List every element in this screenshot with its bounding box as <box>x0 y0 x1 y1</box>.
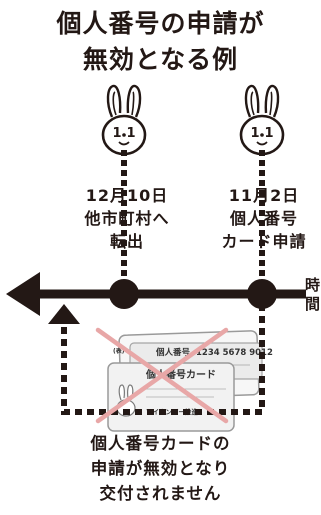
dotted-path-arrowhead <box>48 304 80 324</box>
svg-text:1: 1 <box>126 126 135 141</box>
card-corner-mark: (表) <box>113 347 125 355</box>
event-line2-card-application: 個人番号 <box>229 209 298 228</box>
event-label-move-out: 12月10日 他市町村へ 転出 <box>54 184 200 253</box>
event-marker-left <box>109 279 139 309</box>
time-axis-label: 時 間 <box>304 276 321 314</box>
diagram-title-line-2: 無効となる例 <box>82 45 239 74</box>
card-number-value: 1234 5678 9012 <box>196 348 273 358</box>
diagram-title-line-1: 個人番号の申請が <box>56 9 265 38</box>
rabbit-mascot-left: 1 1 <box>101 84 147 156</box>
event-label-card-application: 11月2日 個人番号 カード申請 <box>189 184 321 253</box>
card-number-label: 個人番号 <box>155 347 191 358</box>
invalid-note-line-3: 交付されません <box>99 484 222 503</box>
time-axis-label-char-1: 時 <box>304 276 320 294</box>
svg-text:1: 1 <box>250 126 259 141</box>
dotted-path-right-to-left <box>61 304 265 415</box>
invalid-cross-icon <box>95 327 229 424</box>
svg-text:1: 1 <box>112 126 121 141</box>
event-line3-move-out: 転出 <box>109 232 144 251</box>
event-line3-card-application: カード申請 <box>221 232 307 251</box>
invalid-note-line-2: 申請が無効となり <box>90 459 231 478</box>
event-marker-right <box>247 279 277 309</box>
time-axis-arrowhead <box>6 272 40 316</box>
event-line2-move-out: 他市町村へ <box>84 209 170 228</box>
invalid-note-line-1: 個人番号カードの <box>90 434 231 453</box>
event-date-move-out: 12月10日 <box>85 186 169 205</box>
id-card-illustration: 個人番号 1234 5678 9012 個人番号カード マイナンバー推進 (表) <box>107 330 273 432</box>
svg-text:1: 1 <box>264 126 273 141</box>
rabbit-mascot-right: 1 1 <box>239 84 285 156</box>
invalid-note: 個人番号カードの 申請が無効となり 交付されません <box>0 431 321 506</box>
time-axis-label-char-2: 間 <box>304 295 320 313</box>
event-date-card-application: 11月2日 <box>228 186 300 205</box>
